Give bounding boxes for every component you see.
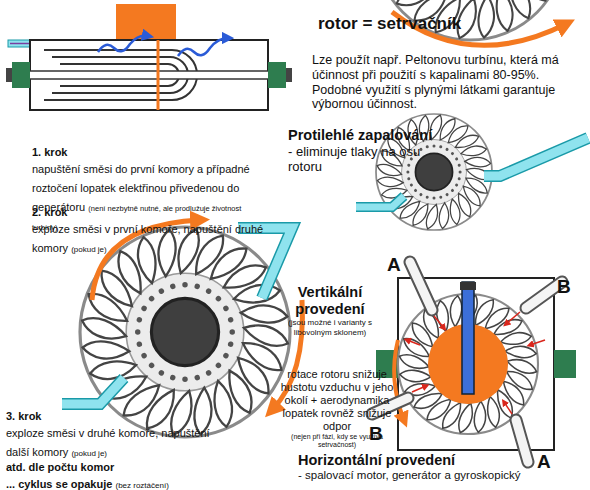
step-heading: 1. krok [32, 146, 264, 159]
note-text: Lze použít např. Peltonovu turbínu, kter… [312, 53, 582, 112]
text-group: 3. krok exploze směsi v druhé komoře, nap… [6, 410, 234, 490]
rotor-wheel [62, 220, 302, 437]
port-letter: A [537, 451, 567, 473]
text-group: Protilehlé zapalování- eliminuje tlaky n… [288, 127, 453, 175]
port-letter: A [387, 254, 417, 276]
engine-section [6, 4, 292, 110]
port-letter: B [557, 276, 587, 298]
text-group: Vertikální provedení(jsou možné i varian… [278, 284, 382, 337]
step-text: ... cyklus se opakuje [6, 478, 112, 490]
step-heading: 2. krok [32, 206, 277, 219]
step-text: exploze směsi v druhé komoře, napuštění … [6, 427, 210, 458]
step-heading: 3. krok [6, 410, 234, 423]
step-note: (pokud je) [71, 245, 107, 254]
step-text: exploze směsi v první komoře, napuštění … [32, 223, 263, 254]
text-group: A [537, 451, 567, 473]
title: rotor = setrvačník [318, 14, 538, 34]
section-note: (jsou možné i varianty s libovolným sklo… [278, 318, 382, 337]
text-group: A [387, 254, 417, 276]
step-text: atd. dle počtu komor [6, 461, 234, 474]
step-note: (pokud je) [71, 449, 107, 458]
text-group: 2. krok exploze směsi v první komoře, nap… [32, 206, 277, 257]
section-heading: Vertikální provedení [278, 284, 382, 318]
text-group: B [369, 423, 399, 445]
text-group: B [557, 276, 587, 298]
text-group: rotor = setrvačník [318, 14, 538, 34]
text-group: Lze použít např. Peltonovu turbínu, kter… [312, 53, 582, 112]
section-text: - eliminuje tlaky na osu rotoru [288, 144, 453, 175]
section-heading: Protilehlé zapalování [288, 127, 453, 144]
port-letter: B [369, 423, 399, 445]
horizontal-engine [372, 262, 576, 462]
text-group: 1. kroknapuštění směsi do první komory a… [32, 146, 264, 234]
step-note: (bez roztáčení) [115, 481, 168, 490]
